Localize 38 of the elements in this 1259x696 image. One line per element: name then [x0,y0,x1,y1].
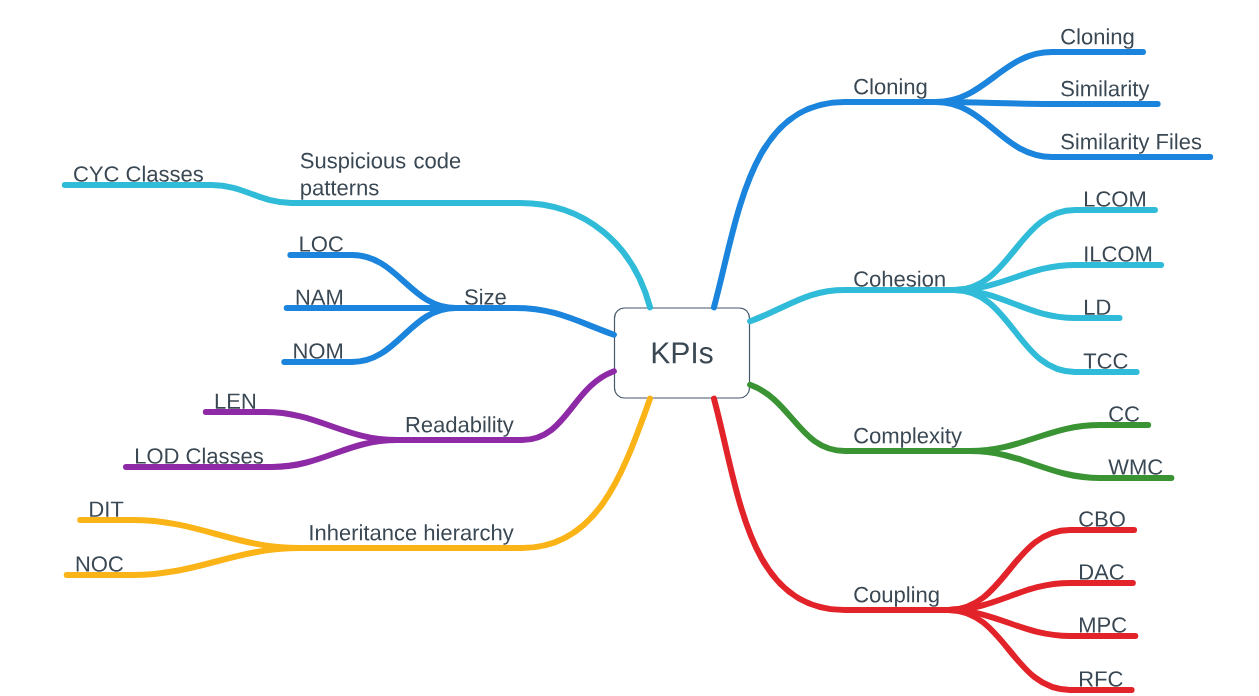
topic-label: LOC [300,236,343,252]
topic-label: ILCOM [1085,246,1152,262]
topic-label: RFC [1080,671,1123,687]
topic-label: CYC Classes [74,165,203,182]
branch-line [967,448,1175,481]
topic-label: Suspicious code patterns [300,152,461,200]
topic-label: DAC [1080,564,1124,580]
topic-label: Similarity Files [1061,133,1202,154]
branch-line [933,99,1214,160]
topic-label: Cloning [1061,28,1134,49]
topic-label: NOM [294,343,342,359]
topic-label: TCC [1083,353,1128,369]
branch-line [945,607,1135,693]
topic-label: DIT [90,501,124,517]
topic-label: Cloning [854,78,927,99]
topic-label: Cohesion [854,270,945,287]
topic-label: LEN [215,393,255,409]
branch-line [61,182,295,206]
branch-line [63,545,304,578]
topic-label: NOC [76,556,123,572]
topic-label: LOD Classes [136,447,263,464]
branch-line [281,305,459,365]
topic-label: Size [465,288,506,305]
topic-label: CBO [1079,511,1125,527]
topic-label: WMC [1108,459,1163,475]
topic-label: Coupling [854,586,939,607]
topic-label: Inheritance hierarchy [310,524,514,545]
topic-label: NAM [296,289,342,305]
branch-line [123,437,400,470]
branch-line [951,287,1140,375]
topic-label: Similarity [1061,80,1150,101]
topic-label: Complexity [854,427,962,448]
topic-label: LD [1085,299,1111,315]
topic-label: CC [1109,406,1140,422]
central-topic-box: KPIs [613,307,751,399]
topic-label: Readability [406,416,514,437]
topic-label: MPC [1080,617,1127,633]
topic-label: LCOM [1085,191,1145,207]
